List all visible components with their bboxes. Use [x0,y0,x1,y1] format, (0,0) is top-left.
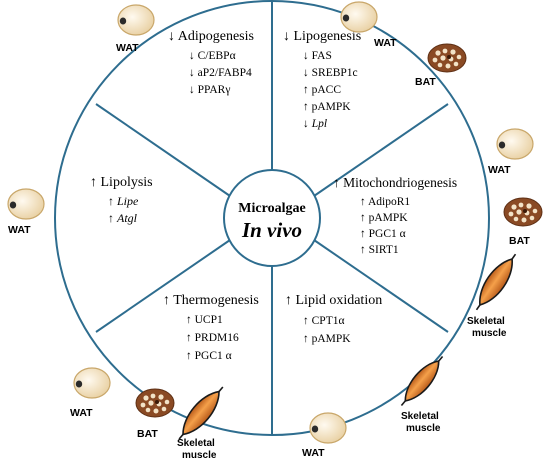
wat-label: WAT [116,42,139,54]
skeletal-muscle-label-line2: muscle [472,328,507,339]
center-title: Microalgae [238,201,305,216]
mitochondriogenesis-item-2: ↑ pAMPK [360,212,408,224]
mitochondriogenesis-item-3: ↑ PGC1 α [360,228,406,240]
adipogenesis-header: ↓ Adipogenesis [168,29,254,44]
wat-cell-icon [73,367,111,399]
skeletal-muscle-label-line1: Skeletal [467,316,505,327]
section-mitochondriogenesis: ↑ Mitochondriogenesis ↑ AdipoR1 ↑ pAMPK … [333,175,457,256]
lipolysis-item-2-arrow: ↑ [108,211,114,225]
bat-cell-icon [135,388,175,418]
wat-label: WAT [488,164,511,176]
lipogenesis-item-5-arrow: ↓ [303,118,309,130]
bat-cell-icon [503,197,543,227]
lipogenesis-item-4: ↑ pAMPK [303,101,351,113]
wat-cell-icon [496,128,534,160]
wat-label: WAT [8,224,31,236]
adipogenesis-item-1: ↓ C/EBPα [189,50,236,62]
wat-label: WAT [302,447,325,459]
adipogenesis-item-3: ↓ PPARγ [189,84,230,96]
lipogenesis-item-5: ↓Lpl [303,118,327,130]
skeletal-muscle-label-line2: muscle [406,423,441,434]
bat-label: BAT [415,76,436,88]
lipolysis-item-2: ↑Atgl [108,211,138,225]
section-lipogenesis: ↓ Lipogenesis ↓ FAS ↓ SREBP1c ↑ pACC ↑ p… [283,29,361,130]
section-lipolysis: ↑ Lipolysis ↑Lipe ↑Atgl [90,175,153,225]
thermogenesis-item-1: ↑ UCP1 [186,314,223,326]
wat-cell-icon [7,188,45,220]
bat-label: BAT [509,235,530,247]
lipogenesis-item-2: ↓ SREBP1c [303,67,358,79]
lipolysis-item-1-arrow: ↑ [108,194,114,208]
lipogenesis-item-5-text: Lpl [311,118,327,130]
skeletal-muscle-label-line1: Skeletal [401,411,439,422]
skeletal-muscle-icon [400,355,444,407]
lipolysis-header: ↑ Lipolysis [90,175,153,190]
bat-cell-icon [427,43,467,73]
lipogenesis-header: ↓ Lipogenesis [283,29,361,44]
wat-cell-icon [117,4,155,36]
skeletal-muscle-icon [178,386,224,440]
section-adipogenesis: ↓ Adipogenesis ↓ C/EBPα ↓ aP2/FABP4 ↓ PP… [168,29,254,96]
section-thermogenesis: ↑ Thermogenesis ↑ UCP1 ↑ PRDM16 ↑ PGC1 α [163,293,259,362]
lipolysis-item-2-text: Atgl [116,211,138,225]
center-circle [223,169,321,267]
mitochondriogenesis-header: ↑ Mitochondriogenesis [333,175,457,190]
lipogenesis-item-1: ↓ FAS [303,50,332,62]
wat-cell-icon [340,1,378,33]
center-subtitle: In vivo [241,218,302,242]
lipid-oxidation-header: ↑ Lipid oxidation [285,293,382,308]
skeletal-muscle-icon [475,253,517,311]
wat-cell-icon [309,412,347,444]
lipogenesis-item-3: ↑ pACC [303,84,341,96]
lipid-oxidation-item-2: ↑ pAMPK [303,333,351,345]
lipid-oxidation-item-1: ↑ CPT1α [303,315,345,327]
mitochondriogenesis-item-1: ↑ AdipoR1 [360,196,410,208]
lipolysis-item-1: ↑Lipe [108,194,139,208]
wat-label: WAT [70,407,93,419]
lipolysis-item-1-text: Lipe [116,194,139,208]
thermogenesis-header: ↑ Thermogenesis [163,293,259,308]
wat-label: WAT [374,37,397,49]
section-dividers [95,2,449,434]
adipogenesis-item-2: ↓ aP2/FABP4 [189,67,252,79]
mitochondriogenesis-item-4: ↑ SIRT1 [360,244,399,256]
section-lipid-oxidation: ↑ Lipid oxidation ↑ CPT1α ↑ pAMPK [285,293,382,345]
bat-label: BAT [137,428,158,440]
thermogenesis-item-3: ↑ PGC1 α [186,350,232,362]
thermogenesis-item-2: ↑ PRDM16 [186,332,239,344]
skeletal-muscle-label-line1: Skeletal [177,438,215,449]
skeletal-muscle-label-line2: muscle [182,450,217,461]
